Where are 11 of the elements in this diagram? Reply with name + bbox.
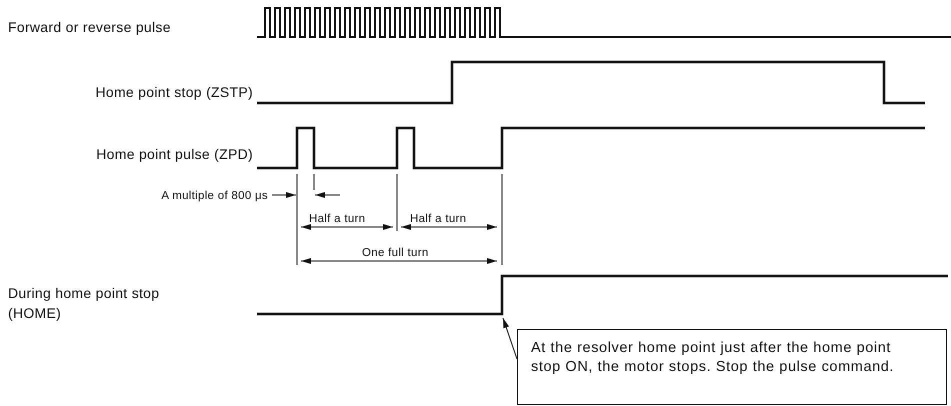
signal-waveform bbox=[256, 274, 949, 316]
dimension-label: One full turn bbox=[362, 246, 429, 261]
dimension-label: Half a turn bbox=[309, 212, 366, 227]
signal-name: Forward or reverse pulse bbox=[8, 19, 171, 36]
signal-name: During home point stop (HOME) bbox=[8, 284, 160, 323]
dimension-label: A multiple of 800 μs bbox=[161, 189, 268, 204]
leader-line bbox=[502, 318, 518, 360]
signal-name: Home point stop (ZSTP) bbox=[95, 84, 253, 101]
note-box: At the resolver home point just after the home point stop ON, the motor stops. Stop the pulse command. bbox=[517, 329, 947, 405]
signal-name: Home point pulse (ZPD) bbox=[96, 146, 253, 163]
dimension-label: Half a turn bbox=[410, 212, 466, 227]
